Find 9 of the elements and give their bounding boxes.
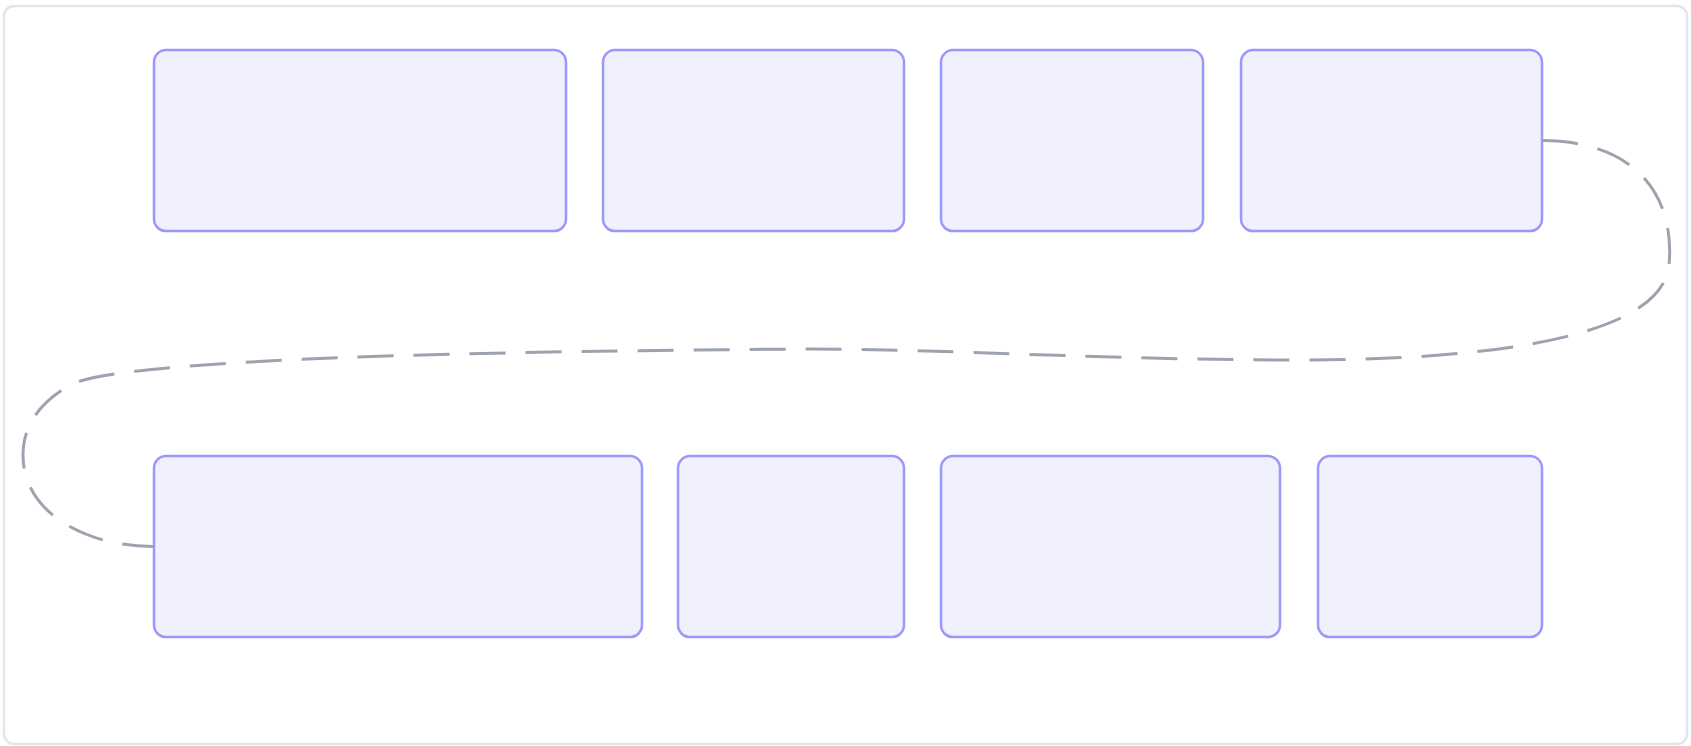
- rounded-box: [939, 454, 1282, 639]
- rounded-box: [1316, 454, 1544, 639]
- rounded-box: [676, 454, 906, 639]
- rounded-box: [1239, 48, 1544, 233]
- rounded-box: [152, 454, 644, 639]
- connector-line: [21, 139, 1671, 548]
- rounded-box: [939, 48, 1205, 233]
- rounded-box: [601, 48, 906, 233]
- rounded-box: [152, 48, 568, 233]
